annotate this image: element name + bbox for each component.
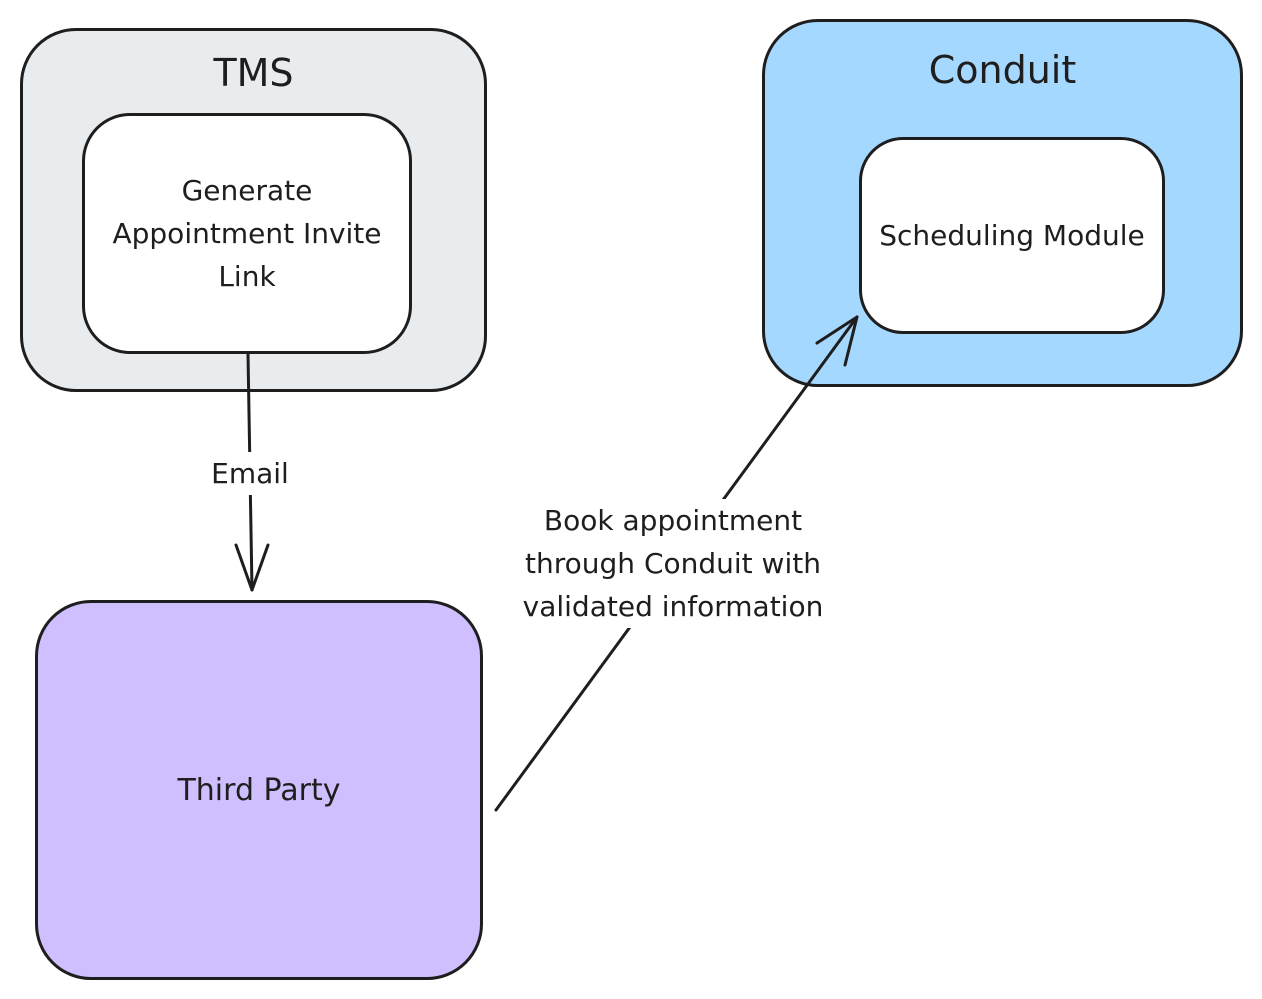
tms-group-title: TMS <box>213 51 294 95</box>
third-party-label: Third Party <box>177 772 341 808</box>
generate-invite-label: Generate Appointment Invite Link <box>112 174 382 293</box>
email-edge-label: Email <box>195 452 305 495</box>
scheduling-module-label: Scheduling Module <box>879 219 1145 252</box>
book-edge-label: Book appointment through Conduit with va… <box>495 499 851 628</box>
third-party-node[interactable]: Third Party <box>35 600 483 980</box>
conduit-group-title: Conduit <box>928 48 1077 92</box>
scheduling-module-node[interactable]: Scheduling Module <box>859 137 1165 334</box>
email-edge-arrowhead <box>234 543 270 592</box>
generate-invite-node[interactable]: Generate Appointment Invite Link <box>82 113 412 354</box>
